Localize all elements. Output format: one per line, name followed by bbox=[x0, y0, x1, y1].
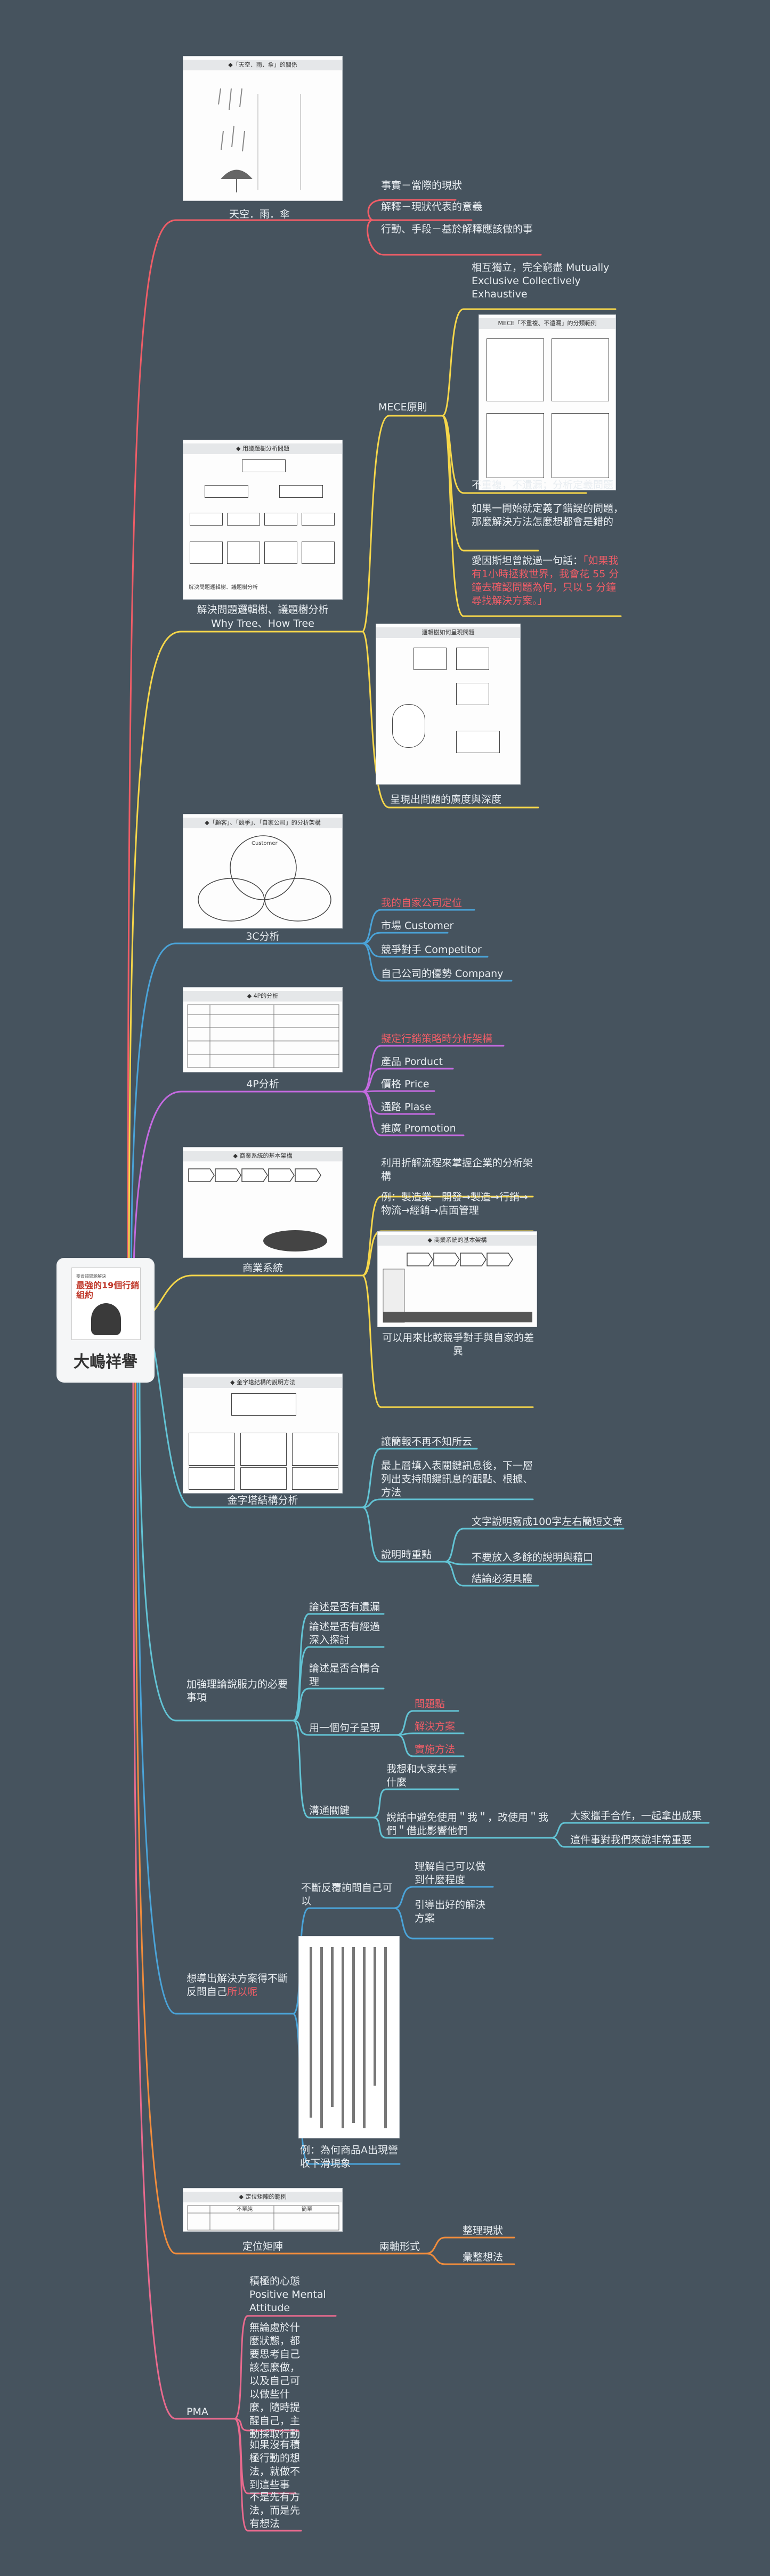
business-system-image: ◆ 商業系統的基本架構 bbox=[183, 1147, 343, 1258]
we-together[interactable]: 大家攜手合作，一起拿出成果 bbox=[570, 1810, 702, 1822]
tree-breadth-depth[interactable]: 呈現出問題的廣度與深度 bbox=[390, 794, 502, 805]
persuade-communication[interactable]: 溝通關鍵 bbox=[309, 1805, 350, 1816]
mece-example-image: MECE「不重複、不遺漏」的分類範例 bbox=[479, 314, 616, 490]
persuade-one-sentence[interactable]: 用一個句子呈現 bbox=[309, 1722, 380, 1734]
position-collect[interactable]: 彙整想法 bbox=[463, 2251, 504, 2263]
tenki-action[interactable]: 行動、手段－基於解釋應該做的事 bbox=[381, 223, 533, 235]
biz-compare[interactable]: 可以用來比較競爭對手與自家的差異 bbox=[382, 1332, 534, 1357]
persuade-depth[interactable]: 論述是否有經過深入探討 bbox=[309, 1621, 380, 1646]
biz-framework[interactable]: 利用折解流程來掌握企業的分析架構 bbox=[381, 1157, 533, 1182]
business-system-detail-image: ◆ 商業系統的基本架構 bbox=[377, 1231, 537, 1327]
pma-mindset[interactable]: 不是先有方法，而是先有想法 bbox=[249, 2491, 301, 2530]
pyramid-clear[interactable]: 讓簡報不再不知所云 bbox=[381, 1436, 473, 1448]
sentence-solution[interactable]: 解決方案 bbox=[415, 1721, 456, 1732]
book-title: 最強的19個行銷組約 bbox=[76, 1280, 140, 1300]
position-organize[interactable]: 整理現狀 bbox=[463, 2225, 504, 2236]
ask-solution[interactable]: 引導出好的解決方案 bbox=[415, 1899, 486, 1924]
ask-understand[interactable]: 理解自己可以做到什麼程度 bbox=[415, 1861, 486, 1886]
pyramid-point-no-excuse[interactable]: 不要放入多餘的說明與藉口 bbox=[472, 1552, 594, 1563]
issue-tree-diagram-image: ◆ 用議題樹分析問題 解決問題邏輯樹、議題樹分析 bbox=[183, 440, 343, 600]
4p-price[interactable]: 價格 Price bbox=[381, 1078, 429, 1090]
persuade-reasonable[interactable]: 論述是否合情合理 bbox=[309, 1662, 380, 1687]
pma-action[interactable]: 無論處於什麼狀態，都要思考自己該怎麼做，以及自己可以做些什麼，隨時提醒自己，主動… bbox=[249, 2322, 301, 2440]
branch-issue-tree-sub: Why Tree、How Tree bbox=[211, 618, 314, 629]
pyramid-point-100[interactable]: 文字說明寫成100字左右簡短文章 bbox=[472, 1516, 623, 1528]
mece-wrong-problem[interactable]: 如果一開始就定義了錯誤的問題，那麼解決方法怎麼想都會是錯的 bbox=[472, 503, 624, 528]
mece-principle[interactable]: MECE原則 bbox=[378, 401, 427, 413]
branch-business-system[interactable]: 商業系統 bbox=[242, 1262, 283, 1274]
mece-definition[interactable]: 相互獨立，完全窮盡 Mutually Exclusive Collectivel… bbox=[472, 262, 610, 300]
position-matrix-image: ◆ 定位矩陣的範例 不單純 簡單 bbox=[183, 2188, 343, 2232]
four-p-table-image: ◆ 4P的分析 bbox=[183, 987, 343, 1072]
branch-4p[interactable]: 4P分析 bbox=[246, 1078, 279, 1090]
book-page-image bbox=[298, 1936, 400, 2138]
sentence-problem[interactable]: 問題點 bbox=[415, 1698, 445, 1710]
ask-example[interactable]: 例：為何商品A出現營收下滑現象 bbox=[300, 2144, 398, 2169]
branch-position-matrix[interactable]: 定位矩陣 bbox=[242, 2241, 283, 2252]
4p-promotion[interactable]: 推廣 Promotion bbox=[381, 1123, 456, 1134]
head-silhouette-icon bbox=[91, 1303, 121, 1335]
root-node[interactable]: 麥肯錫問題解決 最強的19個行銷組約 大嶋祥譽 bbox=[58, 1259, 153, 1382]
so-what-label: 所以呢 bbox=[227, 1986, 258, 1998]
book-subtitle: 麥肯錫問題解決 bbox=[76, 1274, 106, 1279]
pyramid-structure-image: ◆ 金字塔結構的說明方法 bbox=[183, 1374, 343, 1493]
rain-umbrella-icon bbox=[218, 88, 301, 192]
pyramid-point-concrete[interactable]: 結論必須具體 bbox=[472, 1573, 533, 1585]
comm-we[interactable]: 說話中避免使用＂我＂，改使用＂我們＂借此影響他們 bbox=[386, 1812, 549, 1837]
branch-persuasion[interactable]: 加強理論說服力的必要事項 bbox=[187, 1678, 288, 1703]
branch-pyramid[interactable]: 金字塔結構分析 bbox=[227, 1495, 298, 1506]
4p-place[interactable]: 通路 Plase bbox=[381, 1101, 432, 1113]
pyramid-points[interactable]: 說明時重點 bbox=[381, 1549, 432, 1561]
pyramid-layer[interactable]: 最上層填入表關鍵訊息後，下一層列出支持關鍵訊息的觀點、根據、方法 bbox=[381, 1460, 533, 1498]
persuade-omission[interactable]: 論述是否有遺漏 bbox=[309, 1601, 380, 1613]
ask-keep[interactable]: 不斷反覆詢問自己可以 bbox=[301, 1882, 393, 1907]
we-important[interactable]: 這件事對我們來說非常重要 bbox=[570, 1834, 692, 1846]
position-two-axis[interactable]: 兩軸形式 bbox=[379, 2241, 420, 2252]
branch-issue-tree[interactable]: 解決問題邏輯樹、議題樹分析 bbox=[197, 604, 329, 616]
branch-3c[interactable]: 3C分析 bbox=[246, 931, 280, 942]
3c-company[interactable]: 自己公司的優勢 Company bbox=[381, 968, 504, 980]
biz-example[interactable]: 例：製造業－開發→製造→行銷→物流→經銷→店面管理 bbox=[381, 1191, 528, 1216]
3c-competitor[interactable]: 競爭對手 Competitor bbox=[381, 944, 482, 956]
pma-no-action[interactable]: 如果沒有積極行動的想法，就做不到這些事 bbox=[249, 2439, 301, 2491]
comm-share[interactable]: 我想和大家共享什麼 bbox=[386, 1763, 458, 1788]
tenki-interpretation[interactable]: 解釋－現狀代表的意義 bbox=[381, 201, 483, 213]
root-title: 大嶋祥譽 bbox=[74, 1353, 137, 1371]
3c-positioning[interactable]: 我的自家公司定位 bbox=[381, 897, 463, 909]
branch-tenki[interactable]: 天空．雨．傘 bbox=[229, 208, 290, 220]
tree-depth-image: 邏輯樹如何呈現問題 bbox=[376, 624, 521, 785]
tenki-fact[interactable]: 事實－當際的現狀 bbox=[381, 180, 463, 191]
einstein-label[interactable]: 愛因斯坦曾說過一句話：「如果我有1小時拯救世界，我會花 55 分鐘去確認問題為何… bbox=[472, 555, 619, 607]
4p-product[interactable]: 產品 Porduct bbox=[381, 1056, 443, 1068]
einstein-quote: 「如果我有1小時拯救世界，我會花 55 分鐘去確認問題為何，只以 5 分鐘尋找解… bbox=[472, 555, 619, 607]
tenki-diagram-image: ◆「天空．雨．傘」的關係 bbox=[183, 56, 343, 201]
4p-framework[interactable]: 擬定行銷策略時分析架構 bbox=[381, 1033, 493, 1045]
branch-pma[interactable]: PMA bbox=[187, 2406, 208, 2418]
three-c-diagram-image: ◆「顧客」、「競爭」、「自家公司」的分析架構 Customer bbox=[183, 814, 343, 928]
branch-ask-yourself[interactable]: 想導出解決方案得不斷反問自己所以呢 bbox=[187, 1973, 288, 1998]
book-cover-image: 麥肯錫問題解決 最強的19個行銷組約 bbox=[71, 1267, 141, 1340]
pma-definition[interactable]: 積極的心態 Positive Mental Attitude bbox=[249, 2275, 326, 2314]
sentence-method[interactable]: 實施方法 bbox=[415, 1743, 456, 1755]
mece-no-overlap[interactable]: 不重複，不遺漏；分析定義問題 bbox=[472, 479, 614, 491]
3c-customer[interactable]: 市場 Customer bbox=[381, 920, 454, 932]
